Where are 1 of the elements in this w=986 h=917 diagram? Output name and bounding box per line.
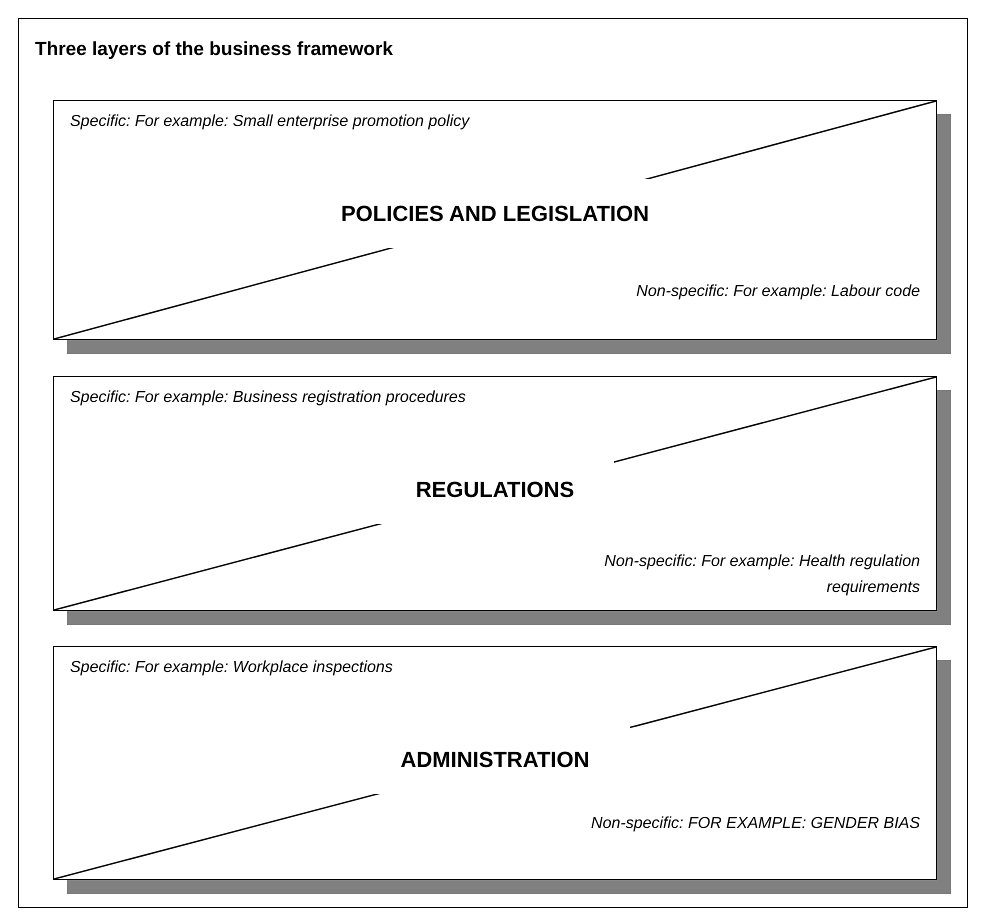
diagram-title: Three layers of the business framework <box>35 39 393 61</box>
